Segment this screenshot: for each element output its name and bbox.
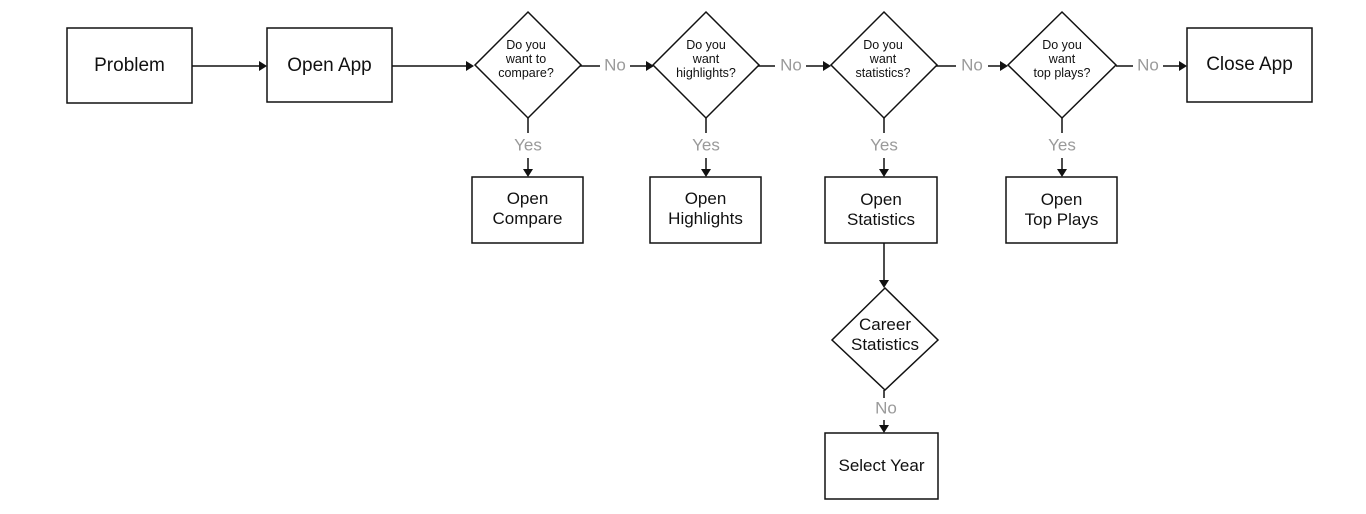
node-label: Problem	[94, 55, 165, 76]
node-label: Open App	[287, 55, 372, 76]
node-label-line: Career	[859, 315, 911, 334]
node-label-line: Statistics	[851, 335, 919, 354]
node-label-line: Compare	[493, 209, 563, 228]
node-label: Close App	[1206, 54, 1293, 75]
node-label-line: Problem	[94, 55, 165, 76]
node-label-line: statistics?	[856, 66, 911, 80]
edge-label-no: No	[1137, 55, 1159, 74]
arrowhead	[879, 280, 889, 288]
edge-label-yes: Yes	[870, 135, 898, 154]
node-label-line: want	[1048, 52, 1076, 66]
edge-label-no: No	[961, 55, 983, 74]
node-label-line: want to	[505, 52, 546, 66]
node-close-app: Close App	[1186, 27, 1313, 103]
node-label-line: Do you	[863, 38, 903, 52]
arrowhead	[466, 61, 474, 71]
node-label-line: Close App	[1206, 54, 1293, 75]
arrowhead	[879, 425, 889, 433]
arrowhead	[523, 169, 533, 177]
node-label-line: top plays?	[1034, 66, 1091, 80]
edge-label-yes: Yes	[692, 135, 720, 154]
node-problem: Problem	[66, 27, 193, 104]
node-label-line: Open	[685, 189, 727, 208]
arrowhead	[879, 169, 889, 177]
node-label-line: Do you	[686, 38, 726, 52]
edge-label-no: No	[875, 398, 897, 417]
node-label-line: Top Plays	[1025, 210, 1099, 229]
edge-label-no: No	[780, 55, 802, 74]
edge-label-yes: Yes	[1048, 135, 1076, 154]
node-label: Select Year	[838, 456, 924, 475]
node-label-line: Statistics	[847, 210, 915, 229]
arrowhead	[823, 61, 831, 71]
node-label-line: Open	[860, 190, 902, 209]
node-label-line: want	[692, 52, 720, 66]
node-label-line: highlights?	[676, 66, 736, 80]
arrowhead	[259, 61, 267, 71]
arrowhead	[646, 61, 654, 71]
node-label-line: Do you	[506, 38, 546, 52]
node-label-line: compare?	[498, 66, 554, 80]
node-label-line: Do you	[1042, 38, 1082, 52]
node-label-line: Open App	[287, 55, 372, 76]
node-select-year: Select Year	[824, 432, 939, 500]
node-label-line: Open	[1041, 190, 1083, 209]
node-label-line: Highlights	[668, 209, 743, 228]
node-label-line: want	[869, 52, 897, 66]
node-open-app: Open App	[266, 27, 393, 103]
edge-label-no: No	[604, 55, 626, 74]
arrowhead	[1179, 61, 1187, 71]
node-label-line: Open	[507, 189, 549, 208]
arrowhead	[701, 169, 711, 177]
edge-label-yes: Yes	[514, 135, 542, 154]
node-label-line: Select Year	[838, 456, 924, 475]
arrowhead	[1057, 169, 1067, 177]
arrowhead	[1000, 61, 1008, 71]
